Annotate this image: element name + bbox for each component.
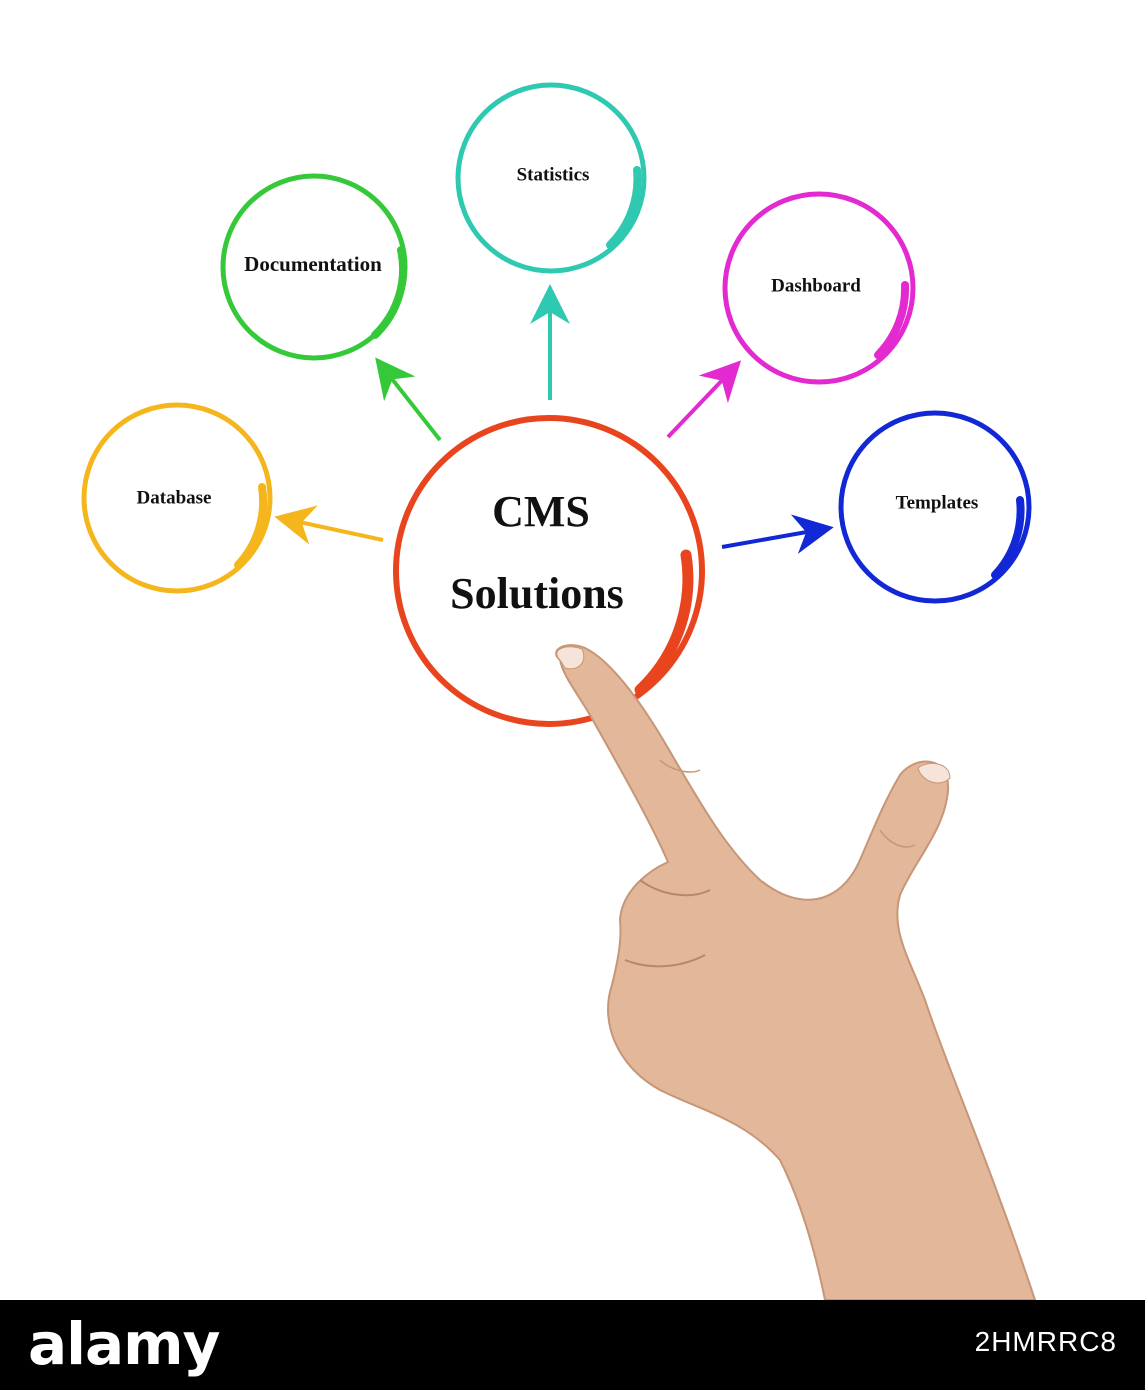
- node-database-label: Database: [137, 487, 212, 508]
- center-title-line2: Solutions: [450, 569, 624, 618]
- node-statistics-label: Statistics: [517, 164, 590, 185]
- alamy-logo: alamy: [28, 1310, 220, 1378]
- node-documentation-label: Documentation: [244, 252, 382, 276]
- node-templates-label: Templates: [896, 492, 979, 513]
- arrow-to-documentation: [375, 357, 442, 442]
- node-center-cms-solutions: CMS Solutions: [393, 415, 705, 727]
- node-dashboard: Dashboard: [722, 191, 916, 385]
- node-documentation: Documentation: [220, 173, 408, 361]
- arrow-to-dashboard: [666, 360, 742, 439]
- arrow-to-database: [274, 505, 384, 545]
- arrow-to-templates: [721, 514, 834, 554]
- node-dashboard-label: Dashboard: [771, 275, 861, 296]
- center-title-line1: CMS: [492, 487, 590, 536]
- node-statistics: Statistics: [455, 82, 647, 274]
- pointing-hand-photo: [555, 644, 1037, 1300]
- cms-diagram: Database Documentation Statistics Dashbo…: [81, 82, 1037, 1300]
- stock-image-id: 2HMRRC8: [974, 1326, 1117, 1357]
- watermark-footer: alamy 2HMRRC8: [0, 1300, 1145, 1390]
- node-templates: Templates: [838, 410, 1032, 604]
- node-database: Database: [81, 402, 273, 594]
